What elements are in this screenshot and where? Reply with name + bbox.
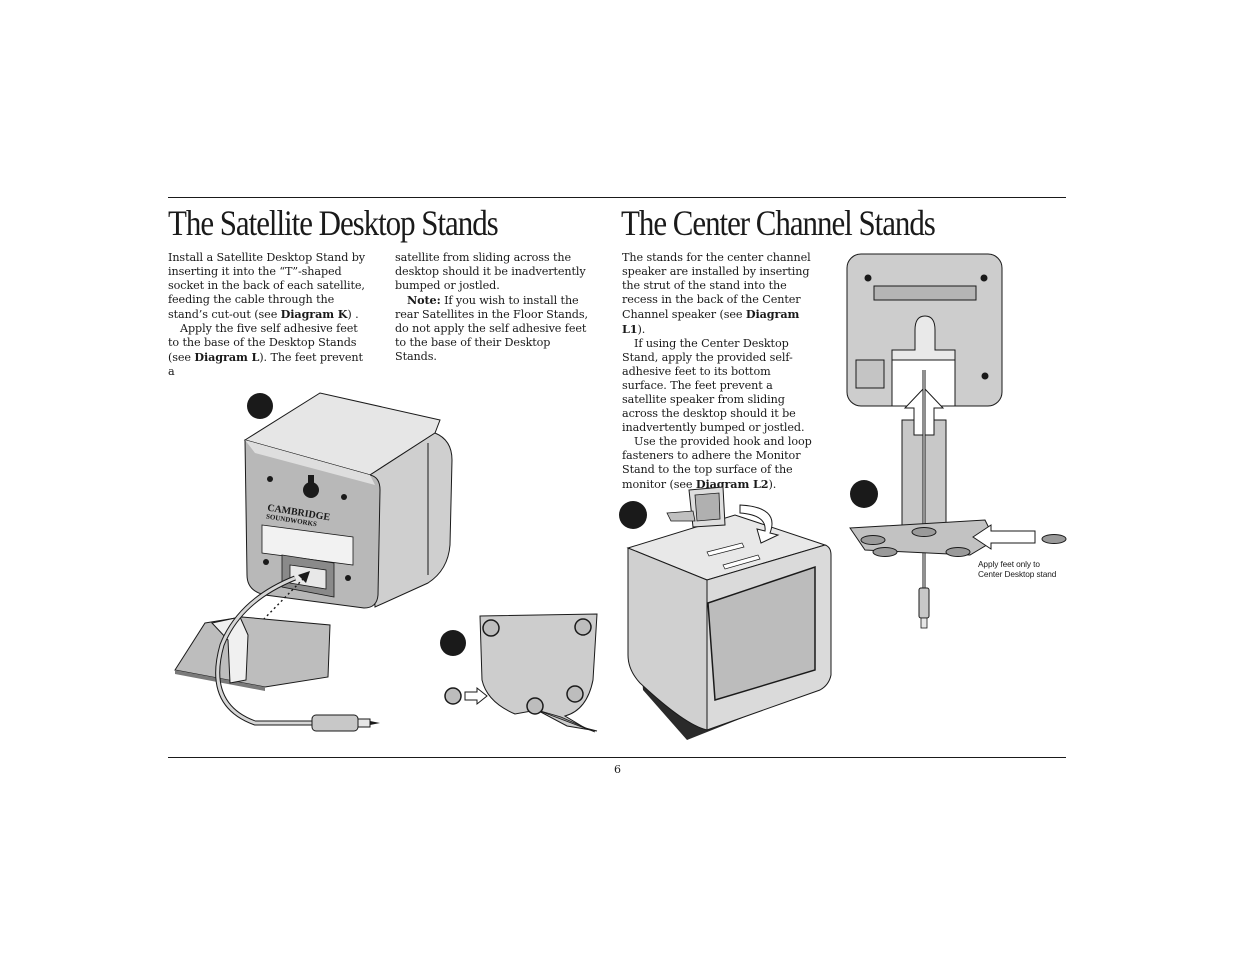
- adhesive-foot-icon: [872, 547, 898, 557]
- screw-icon: [345, 575, 351, 581]
- diagram-l2-monitor-stand: [619, 486, 832, 740]
- diagram-k-satellite-speaker: CAMBRIDGE SOUNDWORKS: [174, 392, 453, 732]
- adhesive-foot-icon: [911, 527, 937, 537]
- satellite-paragraph-2: Apply the five self adhesive feet to the…: [168, 322, 363, 378]
- center-paragraph-2: If using the Center Desktop Stand, apply…: [622, 337, 805, 434]
- center-paragraph-3: Use the provided hook and loop fasteners…: [622, 435, 812, 491]
- arrow-right-icon: [464, 686, 488, 706]
- adhesive-foot-icon: [574, 618, 592, 636]
- screw-icon: [341, 494, 347, 500]
- adhesive-foot-icon: [482, 619, 500, 637]
- screw-icon: [864, 274, 872, 282]
- satellite-column-2: satellite from sliding across the deskto…: [395, 251, 593, 364]
- center-paragraph-1: The stands for the center channel speake…: [622, 251, 811, 336]
- adhesive-foot-icon: [860, 535, 886, 545]
- diagram-l-stand-base: [440, 613, 598, 733]
- center-channel-column: The stands for the center channel speake…: [622, 251, 818, 492]
- bottom-rule: [168, 757, 1066, 758]
- adhesive-foot-icon: [945, 547, 971, 557]
- diagram-l1-center-channel: [846, 253, 1067, 629]
- satellite-note: Note: If you wish to install the rear Sa…: [395, 293, 588, 363]
- adhesive-foot-icon: [566, 685, 584, 703]
- diagram-l1-marker: [850, 480, 878, 508]
- screw-icon: [263, 559, 269, 565]
- diagram-l-marker: [440, 630, 466, 656]
- diagram-l2-marker: [619, 501, 647, 529]
- satellite-stands-title: The Satellite Desktop Stands: [168, 203, 499, 243]
- center-channel-stands-title: The Center Channel Stands: [621, 203, 936, 243]
- arrow-left-icon: [972, 524, 1036, 550]
- top-rule: [168, 197, 1066, 198]
- page-number: 6: [614, 763, 621, 776]
- screw-icon: [267, 476, 273, 482]
- diagram-k-marker: [247, 393, 273, 419]
- screw-icon: [980, 274, 988, 282]
- satellite-paragraph-3: satellite from sliding across the deskto…: [395, 251, 586, 292]
- feet-callout: Apply feet only to Center Desktop stand: [978, 559, 1057, 579]
- rotate-arrow-icon: [739, 504, 780, 544]
- adhesive-foot-icon: [526, 697, 544, 715]
- satellite-paragraph-1: Install a Satellite Desktop Stand by ins…: [168, 251, 366, 321]
- adhesive-foot-icon: [1041, 534, 1067, 544]
- satellite-column-1: Install a Satellite Desktop Stand by ins…: [168, 251, 368, 379]
- screw-icon: [981, 372, 989, 380]
- adhesive-foot-icon: [444, 687, 462, 705]
